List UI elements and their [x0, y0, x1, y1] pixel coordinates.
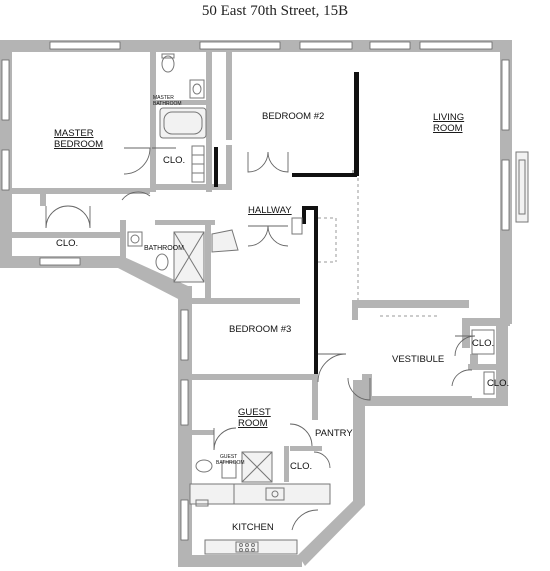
label-living-room-2: ROOM	[433, 123, 463, 134]
plan-title: 50 East 70th Street, 15B	[201, 3, 349, 19]
label-vestibule: VESTIBULE	[392, 354, 444, 365]
label-guest-room-1: GUEST	[238, 407, 271, 418]
label-guest-bathroom-1: GUEST	[220, 454, 237, 460]
label-master-bedroom-1: MASTER	[54, 128, 94, 139]
label-closet-vestibule-upper: CLO.	[472, 338, 494, 349]
label-closet-guest: CLO.	[290, 461, 312, 472]
label-bedroom-3: BEDROOM #3	[229, 324, 291, 335]
label-master-bathroom-2: BATHROOM	[153, 101, 182, 107]
label-kitchen: KITCHEN	[232, 522, 274, 533]
label-closet-master-lower: CLO.	[56, 238, 78, 249]
label-closet-vestibule-lower: CLO.	[487, 378, 509, 389]
windows	[1, 41, 510, 541]
doors	[45, 147, 476, 531]
label-hallway: HALLWAY	[248, 205, 292, 216]
interior-walls	[12, 52, 496, 482]
label-bedroom-2: BEDROOM #2	[262, 111, 324, 122]
label-guest-room-2: ROOM	[238, 418, 268, 429]
label-bathroom: BATHROOM	[144, 245, 184, 252]
openings	[318, 178, 440, 317]
label-master-bathroom-1: MASTER	[153, 95, 174, 101]
label-pantry: PANTRY	[315, 428, 353, 439]
room-labels: MASTER BEDROOM MASTER BATHROOM CLO. BEDR…	[54, 95, 509, 533]
label-master-bedroom-2: BEDROOM	[54, 139, 103, 150]
fixtures	[127, 53, 529, 555]
accent-walls	[214, 72, 359, 374]
label-closet-master: CLO.	[163, 155, 185, 166]
label-living-room-1: LIVING	[433, 112, 464, 123]
label-guest-bathroom-2: BATHROOM	[216, 460, 245, 466]
